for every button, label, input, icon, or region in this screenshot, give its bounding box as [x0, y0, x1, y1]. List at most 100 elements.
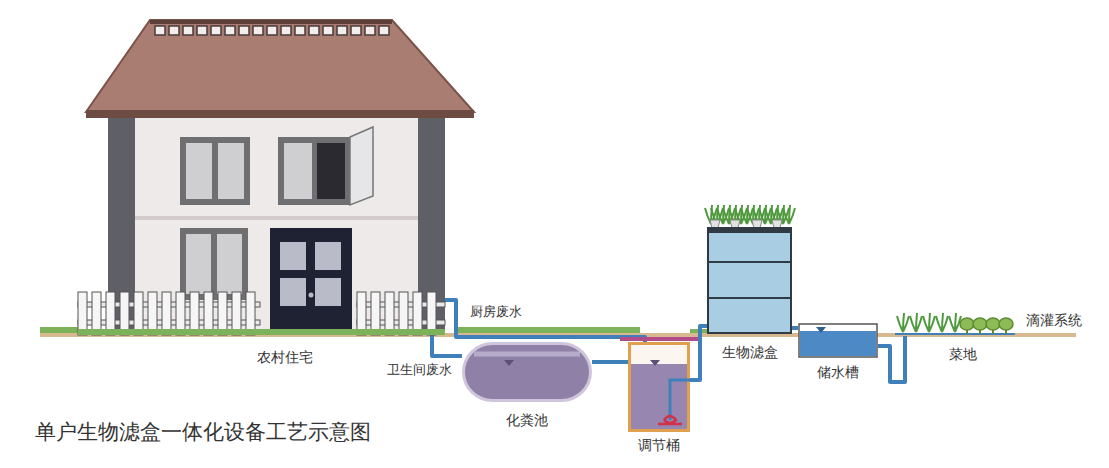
node-outline — [462, 342, 592, 402]
roof-tile — [337, 26, 347, 35]
septic-tank: 化粪池 — [462, 342, 592, 402]
roof-tile — [267, 26, 277, 35]
pump — [658, 416, 682, 424]
door-knob — [309, 293, 314, 298]
storage-water — [800, 331, 876, 356]
system-label: 滴灌系统 — [1026, 312, 1082, 329]
window-open — [317, 143, 345, 199]
bucket-lid — [620, 337, 698, 341]
window-glass — [217, 234, 242, 294]
roof-tile — [211, 26, 221, 35]
roof-ridge — [150, 20, 392, 24]
septic-body — [464, 344, 591, 401]
grass-strip — [458, 327, 640, 333]
plant-pot — [730, 220, 740, 228]
fence-post — [413, 292, 422, 335]
node-label: 化粪池 — [506, 412, 548, 429]
fence-post — [190, 292, 199, 335]
node-label: 储水槽 — [817, 364, 859, 381]
plant-leaves — [923, 313, 935, 332]
plant-leaves — [949, 313, 961, 332]
fence-post — [78, 292, 87, 335]
roof-tile — [379, 26, 389, 35]
roof-tile — [225, 26, 235, 35]
septic-air-gap — [474, 352, 580, 357]
roof-eave — [86, 110, 474, 118]
fence-post — [385, 292, 394, 335]
door-pane — [280, 278, 306, 306]
lawn-grass — [78, 329, 445, 335]
pipe-label: 卫生间废水 — [385, 362, 454, 378]
fence-post — [218, 292, 227, 335]
plant-leaves — [783, 205, 795, 224]
node-outline — [628, 342, 690, 432]
fence-post — [399, 292, 408, 335]
diagram-title: 单户生物滤盒一体化设备工艺示意图 — [35, 420, 371, 445]
water-level-mark — [504, 360, 514, 366]
fence-post — [204, 292, 213, 335]
window-glass — [186, 143, 212, 199]
node-label: 农村住宅 — [257, 349, 313, 366]
plant-stem — [1005, 330, 1007, 334]
door-pane — [315, 242, 341, 270]
cabbage — [986, 318, 1000, 330]
vegetable-field: 菜地 — [895, 312, 1015, 336]
water-level-mark — [650, 360, 660, 366]
window-shutter — [350, 127, 373, 205]
roof-tile — [197, 26, 207, 35]
node-outline — [105, 20, 445, 335]
regulating-bucket: 调节桶 — [628, 342, 690, 432]
roof-tile — [239, 26, 249, 35]
fence-post — [148, 292, 157, 335]
floor-band — [135, 216, 418, 220]
node-label: 生物滤盒 — [722, 344, 778, 361]
plant-stem — [966, 330, 968, 334]
plant-pot — [710, 220, 720, 228]
filter-layer — [708, 297, 791, 299]
roof-tile — [183, 26, 193, 35]
pump-riser — [670, 380, 690, 420]
roof-tile — [351, 26, 361, 35]
roof-tile — [365, 26, 375, 35]
plant-leaves — [910, 313, 922, 332]
roof — [86, 20, 474, 112]
storage-wall — [799, 324, 877, 357]
node-outline — [798, 323, 878, 358]
water-pipe — [690, 326, 707, 380]
window-glass — [284, 143, 312, 199]
water-pipe — [592, 360, 628, 364]
bio-filter-box: 生物滤盒 — [707, 228, 792, 334]
node-outline — [895, 312, 1015, 336]
window-frame — [180, 228, 248, 300]
grass-strip — [40, 327, 80, 333]
fence-post — [120, 292, 129, 335]
fence-post — [92, 292, 101, 335]
fence-post — [232, 292, 241, 335]
plant-leaves — [936, 313, 948, 332]
cabbage — [960, 318, 974, 330]
drip-line — [895, 333, 1015, 335]
fence-post — [357, 292, 366, 335]
fence-post — [427, 292, 436, 335]
node-outline — [707, 228, 792, 334]
fence-post — [246, 292, 255, 335]
fence-post — [371, 292, 380, 335]
roof-tile — [281, 26, 291, 35]
bucket-water — [631, 364, 687, 429]
roof-tile — [323, 26, 333, 35]
storage-tank: 储水槽 — [798, 323, 878, 358]
roof-tile — [155, 26, 165, 35]
front-door — [270, 228, 352, 335]
roof-tile — [169, 26, 179, 35]
water-pipe — [792, 326, 798, 330]
cabbage — [999, 318, 1013, 330]
roof-tile — [309, 26, 319, 35]
water-pipe — [878, 336, 905, 382]
window-frame — [278, 137, 350, 205]
window-glass — [218, 143, 244, 199]
fence-post — [162, 292, 171, 335]
fence-post — [176, 292, 185, 335]
node-label: 菜地 — [949, 346, 977, 363]
fence-post — [134, 292, 143, 335]
